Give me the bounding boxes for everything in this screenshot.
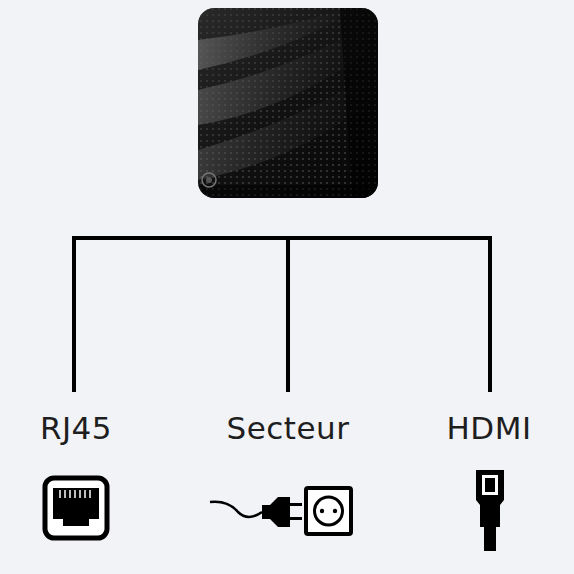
rj45-icon <box>45 478 107 538</box>
port-label: RJ45 <box>40 410 112 446</box>
connection-lines <box>72 236 492 392</box>
hdmi-icon <box>476 470 504 551</box>
mini-pc <box>198 8 378 198</box>
power-icon <box>210 488 351 534</box>
port-label: Secteur <box>227 410 350 446</box>
port-label: HDMI <box>446 410 531 446</box>
